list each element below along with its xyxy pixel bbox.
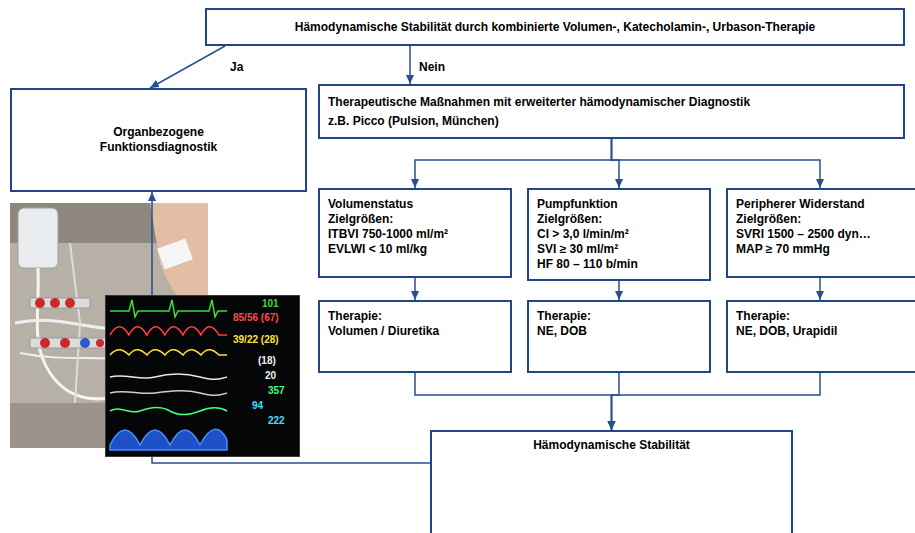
box-text: z.B. Picco (Pulsion, München) bbox=[328, 112, 895, 131]
connector-arrow bbox=[612, 373, 620, 430]
box-text: NE, DOB bbox=[537, 324, 701, 339]
process-box: Hämodynamische Stabilität durch kombinie… bbox=[205, 8, 905, 46]
icu-photo-part bbox=[80, 338, 90, 348]
box-text: Therapie: bbox=[537, 309, 701, 324]
monitor-value: 85/56 (67) bbox=[233, 312, 279, 324]
edge-label: Ja bbox=[228, 60, 245, 74]
box-text: SVI ≥ 30 ml/m² bbox=[537, 242, 701, 257]
process-box: Organbezogene Funktionsdiagnostik bbox=[10, 88, 307, 192]
monitor-photo-part bbox=[110, 350, 227, 355]
process-box: Peripherer WiderstandZielgrößen:SVRI 150… bbox=[726, 188, 915, 278]
process-box: Therapie:NE, DOB bbox=[527, 300, 711, 373]
box-text: SVRI 1500 – 2500 dyn… bbox=[736, 227, 915, 242]
icu-photo-part bbox=[30, 338, 110, 348]
monitor-photo-part bbox=[110, 300, 227, 317]
connector-arrow bbox=[414, 278, 416, 300]
connector-arrow bbox=[612, 139, 620, 188]
monitor-value: (18) bbox=[258, 355, 276, 367]
icu-photo-part bbox=[70, 243, 80, 403]
connector-arrow bbox=[409, 46, 411, 84]
box-text: Therapeutische Maßnahmen mit erweiterter… bbox=[328, 93, 895, 112]
box-text: Zielgrößen: bbox=[328, 212, 502, 227]
box-text: EVLWI < 10 ml/kg bbox=[328, 242, 502, 257]
connector-arrow bbox=[612, 373, 821, 430]
process-box: Therapie:NE, DOB, Urapidil bbox=[726, 300, 915, 373]
box-text: HF 80 – 110 b/min bbox=[537, 257, 701, 272]
connector-arrow bbox=[819, 278, 821, 300]
connector-arrow bbox=[415, 373, 612, 430]
monitor-photo-part bbox=[105, 295, 300, 457]
connector-arrow bbox=[612, 139, 821, 188]
process-box: Therapie:Volumen / Diuretika bbox=[318, 300, 512, 373]
box-text: NE, DOB, Urapidil bbox=[736, 324, 915, 339]
icu-photo-part bbox=[157, 239, 193, 270]
monitor-photo-part bbox=[110, 391, 227, 396]
monitor-photo-part bbox=[110, 374, 227, 379]
box-text: Organbezogene Funktionsdiagnostik bbox=[89, 125, 229, 155]
box-text: MAP ≥ 70 mmHg bbox=[736, 242, 915, 257]
box-text: Therapie: bbox=[328, 309, 502, 324]
connector-arrow bbox=[150, 46, 225, 88]
monitor-photo-part bbox=[110, 407, 227, 415]
box-text: Hämodynamische Stabilität bbox=[440, 438, 783, 453]
box-text: Volumen / Diuretika bbox=[328, 324, 502, 339]
icu-photo-part bbox=[60, 338, 70, 348]
monitor-value: 101 bbox=[262, 298, 279, 310]
icu-photo-part bbox=[96, 339, 104, 347]
box-text: Therapie: bbox=[736, 309, 915, 324]
box-text: CI > 3,0 l/min/m² bbox=[537, 227, 701, 242]
monitor-value: 39/22 (28) bbox=[233, 334, 279, 346]
box-text: Pumpfunktion bbox=[537, 197, 701, 212]
box-text: Zielgrößen: bbox=[537, 212, 701, 227]
icu-photo-part bbox=[35, 298, 45, 308]
process-box: VolumenstatusZielgrößen:ITBVI 750-1000 m… bbox=[318, 188, 512, 278]
icu-photo-part bbox=[18, 208, 58, 268]
box-text: ITBVI 750-1000 ml/m² bbox=[328, 227, 502, 242]
process-box: PumpfunktionZielgrößen:CI > 3,0 l/min/m²… bbox=[527, 188, 711, 281]
box-text: Hämodynamische Stabilität durch kombinie… bbox=[295, 20, 816, 35]
monitor-value: 222 bbox=[268, 415, 285, 427]
edge-label: Nein bbox=[417, 60, 447, 74]
connector-arrow bbox=[618, 281, 620, 300]
box-text: Volumenstatus bbox=[328, 197, 502, 212]
monitor-photo-part bbox=[110, 429, 227, 450]
monitor-value: 94 bbox=[252, 400, 263, 412]
monitor-value: 20 bbox=[265, 370, 276, 382]
box-text: Peripherer Widerstand bbox=[736, 197, 915, 212]
connector-arrow bbox=[415, 139, 612, 188]
monitor-value: 357 bbox=[268, 385, 285, 397]
icu-photo-part bbox=[50, 298, 60, 308]
process-box: Hämodynamische Stabilität bbox=[430, 430, 793, 533]
icu-photo-part bbox=[30, 298, 90, 308]
process-box: Therapeutische Maßnahmen mit erweiterter… bbox=[318, 84, 905, 139]
box-text: Zielgrößen: bbox=[736, 212, 915, 227]
icu-photo-part bbox=[40, 338, 50, 348]
monitor-photo-part bbox=[110, 327, 227, 335]
icu-photo-part bbox=[65, 298, 75, 308]
